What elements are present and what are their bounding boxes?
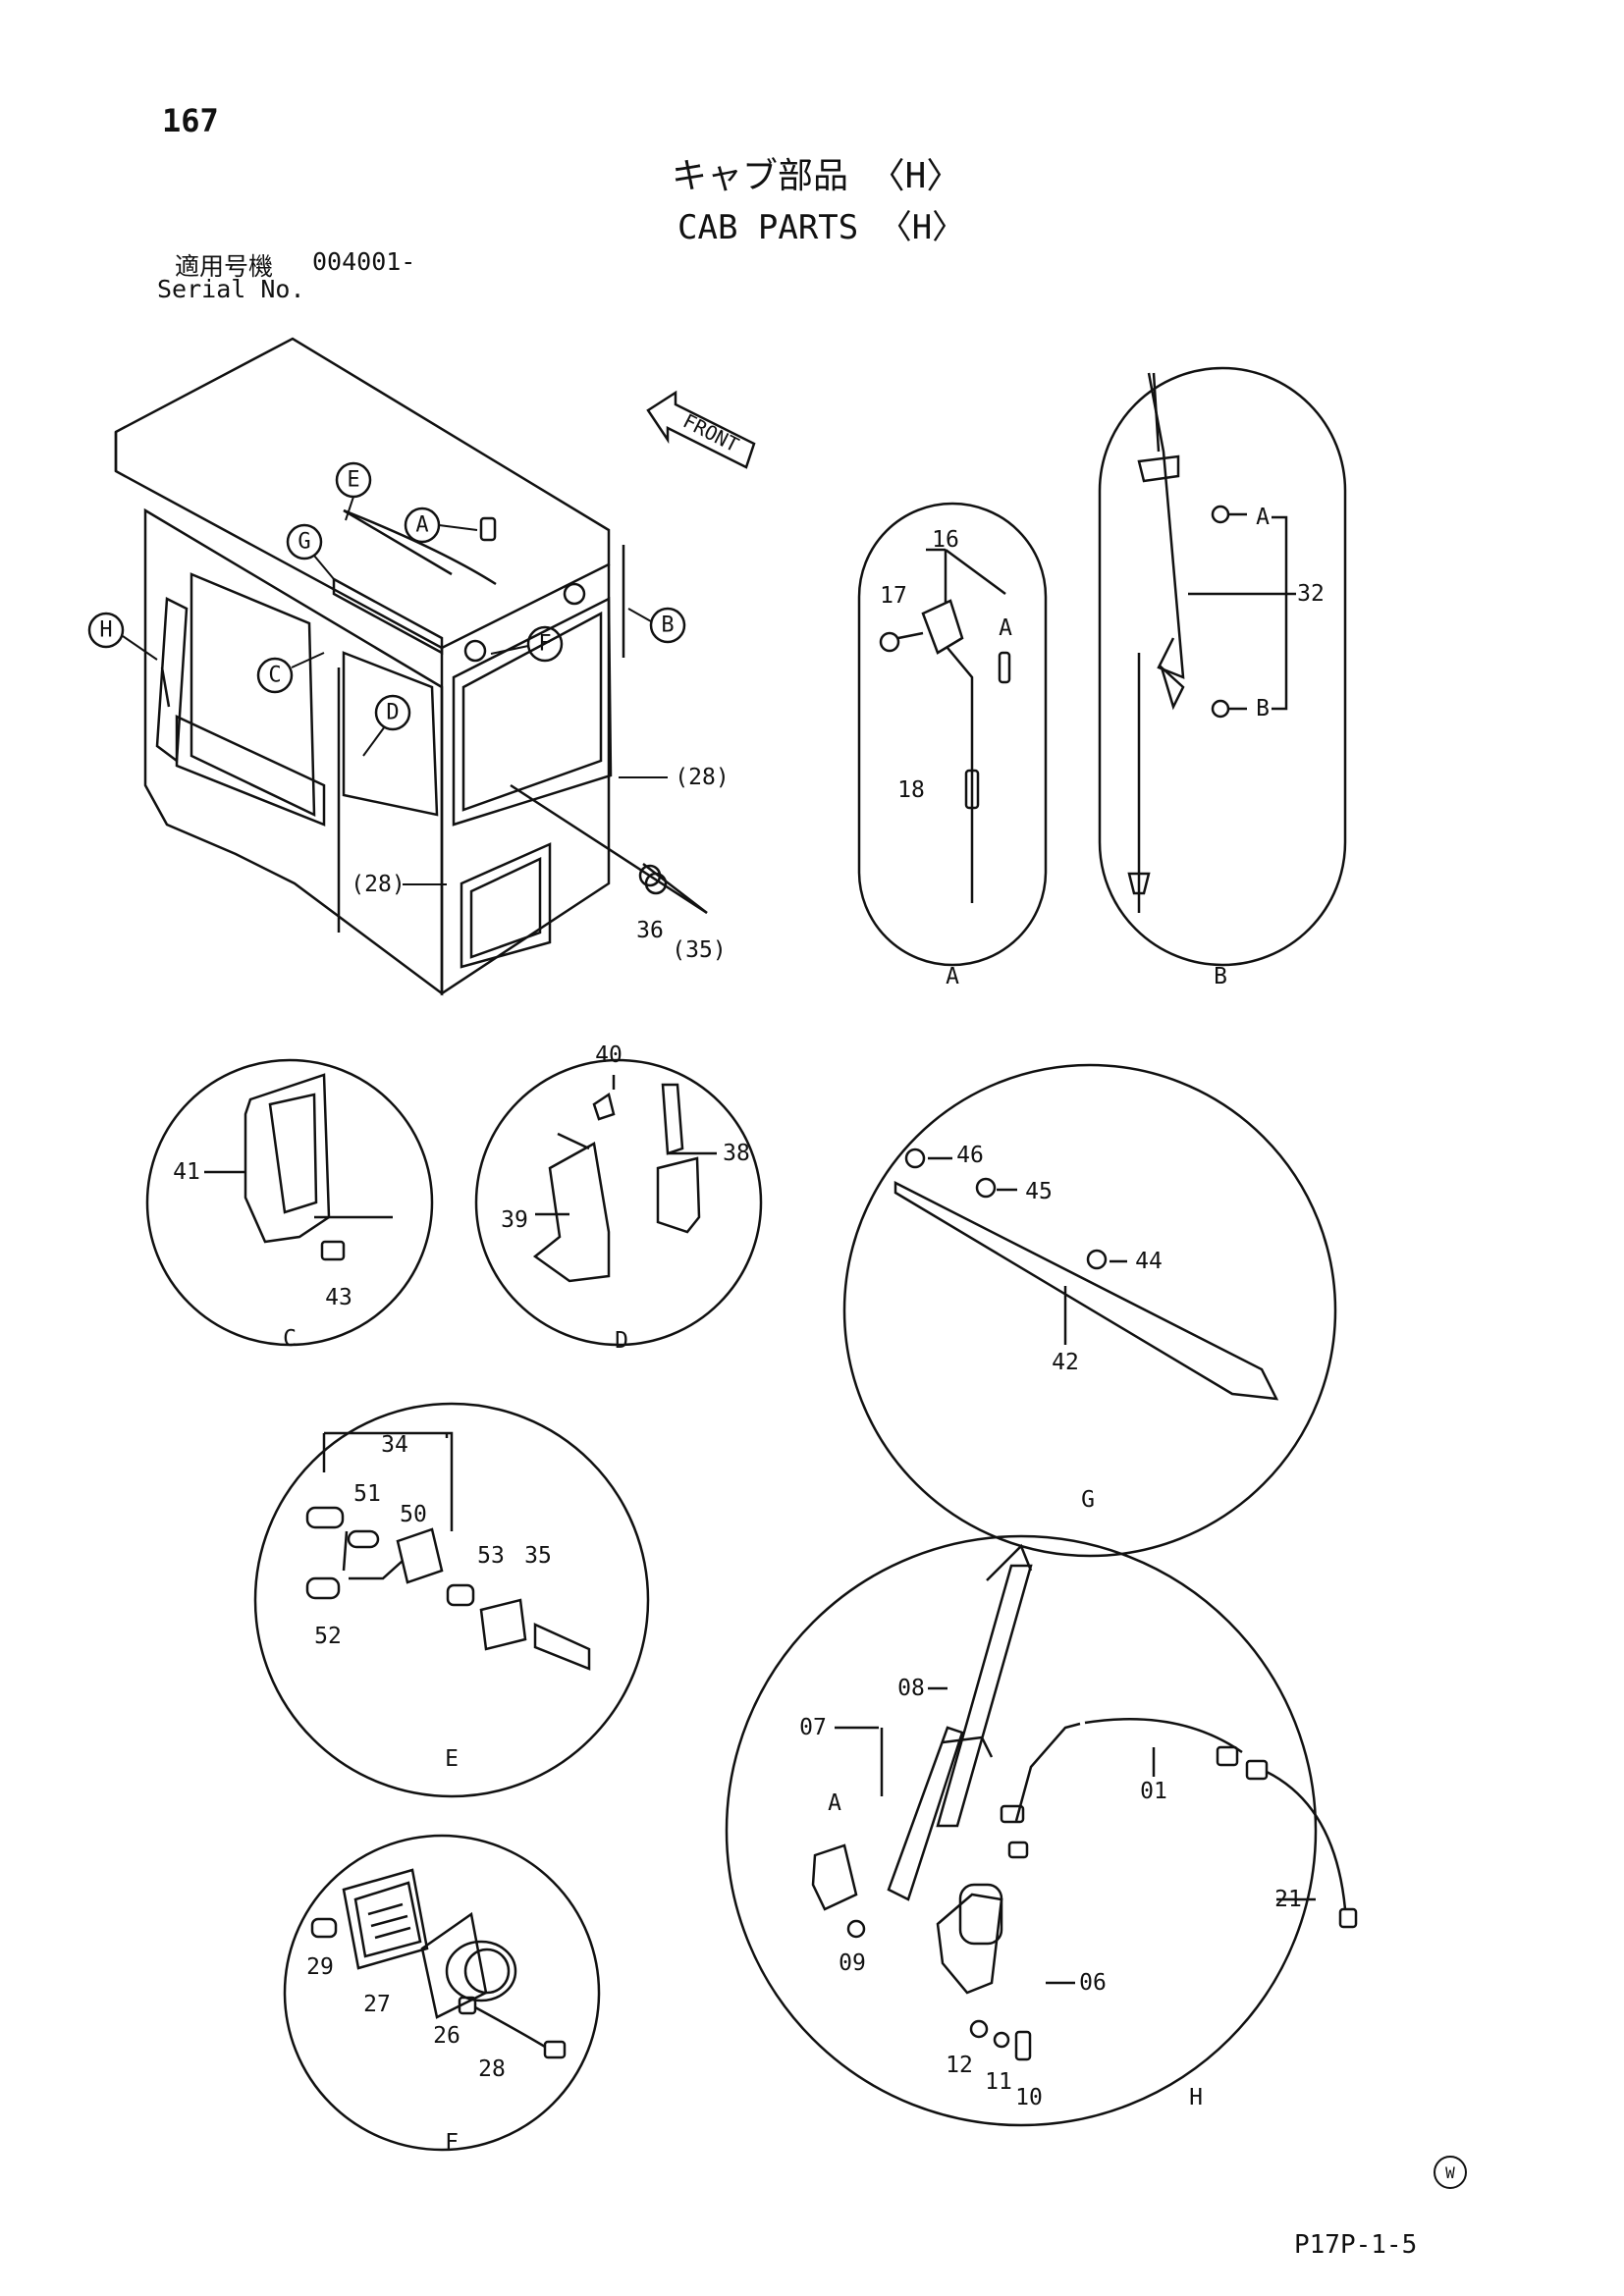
- detail-e-assembly: [253, 1402, 650, 1798]
- page-title-en: CAB PARTS 〈H〉: [677, 208, 966, 247]
- detail-f-part: 26: [433, 2023, 460, 2049]
- detail-g-part: 42: [1052, 1350, 1079, 1375]
- detail-e-part: 34: [381, 1432, 408, 1458]
- watermark-mark: W: [1434, 2156, 1467, 2189]
- detail-d-part: 40: [595, 1042, 623, 1068]
- detail-e-letter: E: [445, 1746, 459, 1772]
- cab-callout-d: D: [386, 700, 400, 725]
- detail-a-letter: A: [946, 964, 959, 989]
- detail-h-part: 12: [946, 2053, 973, 2078]
- serial-value: 004001-: [312, 247, 416, 276]
- cab-callout-g: G: [298, 529, 311, 555]
- detail-f-letter: F: [445, 2130, 459, 2156]
- detail-b-part: A: [1256, 505, 1270, 530]
- cab-part-label: (35): [672, 937, 727, 963]
- page-code: P17P-1-5: [1294, 2230, 1418, 2260]
- detail-a-assembly: [857, 502, 1048, 967]
- page-number: 167: [162, 102, 219, 139]
- detail-h-part: 11: [985, 2069, 1012, 2095]
- detail-f-part: 29: [306, 1954, 334, 1980]
- cab-callout-leaders: [122, 496, 668, 885]
- cab-part-label: (28): [675, 765, 730, 790]
- serial-label-jp: 適用号機: [175, 252, 274, 281]
- detail-f-assembly: [283, 1834, 601, 2152]
- cab-callout-e: E: [347, 467, 360, 493]
- detail-g-assembly: [842, 1063, 1337, 1558]
- cab-assembly: [114, 337, 708, 996]
- cab-callout-f: F: [538, 631, 552, 657]
- detail-b-assembly: [1098, 366, 1347, 967]
- detail-h-part: 10: [1015, 2085, 1043, 2110]
- detail-b-letter: B: [1214, 964, 1227, 989]
- cab-callout-a: A: [415, 512, 429, 538]
- cab-callout-b: B: [661, 613, 675, 638]
- detail-e-part: 51: [353, 1481, 381, 1507]
- detail-d-part: 38: [723, 1141, 750, 1166]
- detail-g-part: 46: [956, 1143, 984, 1168]
- detail-a-part: 16: [932, 527, 959, 553]
- detail-c-assembly: [145, 1058, 434, 1347]
- cab-callout-circles: [87, 461, 686, 731]
- detail-h-part: 08: [897, 1676, 925, 1701]
- detail-d-letter: D: [615, 1328, 628, 1354]
- serial-label-en: Serial No.: [157, 275, 305, 303]
- detail-a-part: 17: [880, 583, 907, 609]
- detail-d-part: 39: [501, 1207, 528, 1233]
- cab-part-label: 36: [636, 918, 664, 943]
- detail-c-part: 43: [325, 1285, 352, 1310]
- cab-callout-h: H: [99, 617, 113, 643]
- detail-c-letter: C: [283, 1326, 297, 1352]
- detail-h-assembly: [725, 1534, 1358, 2127]
- detail-e-part: 35: [524, 1543, 552, 1569]
- detail-f-part: 27: [363, 1992, 391, 2017]
- cab-part-label: (28): [351, 872, 406, 897]
- detail-g-part: 45: [1025, 1179, 1053, 1204]
- front-arrow: FRONT: [646, 390, 756, 469]
- cab-callout-c: C: [268, 663, 282, 688]
- detail-h-part: 01: [1140, 1779, 1167, 1804]
- detail-e-part: 50: [400, 1502, 427, 1527]
- detail-a-part: A: [999, 615, 1012, 641]
- detail-h-part: 07: [799, 1715, 827, 1740]
- detail-e-part: 53: [477, 1543, 505, 1569]
- page-title-jp: キャブ部品 〈H〉: [672, 156, 962, 196]
- detail-g-part: 44: [1135, 1249, 1163, 1274]
- detail-g-letter: G: [1081, 1487, 1095, 1513]
- detail-d-assembly: [474, 1058, 763, 1347]
- detail-e-part: 52: [314, 1624, 342, 1649]
- detail-a-part: 18: [897, 777, 925, 803]
- detail-h-letter: H: [1189, 2085, 1203, 2110]
- detail-h-part: 09: [839, 1950, 866, 1976]
- detail-f-part: 28: [478, 2056, 506, 2082]
- detail-h-part: 06: [1079, 1970, 1107, 1996]
- detail-c-part: 41: [173, 1159, 200, 1185]
- detail-h-part: A: [828, 1790, 841, 1816]
- detail-h-part: 21: [1274, 1887, 1302, 1912]
- detail-b-part: B: [1256, 696, 1270, 721]
- detail-b-part: 32: [1297, 581, 1325, 607]
